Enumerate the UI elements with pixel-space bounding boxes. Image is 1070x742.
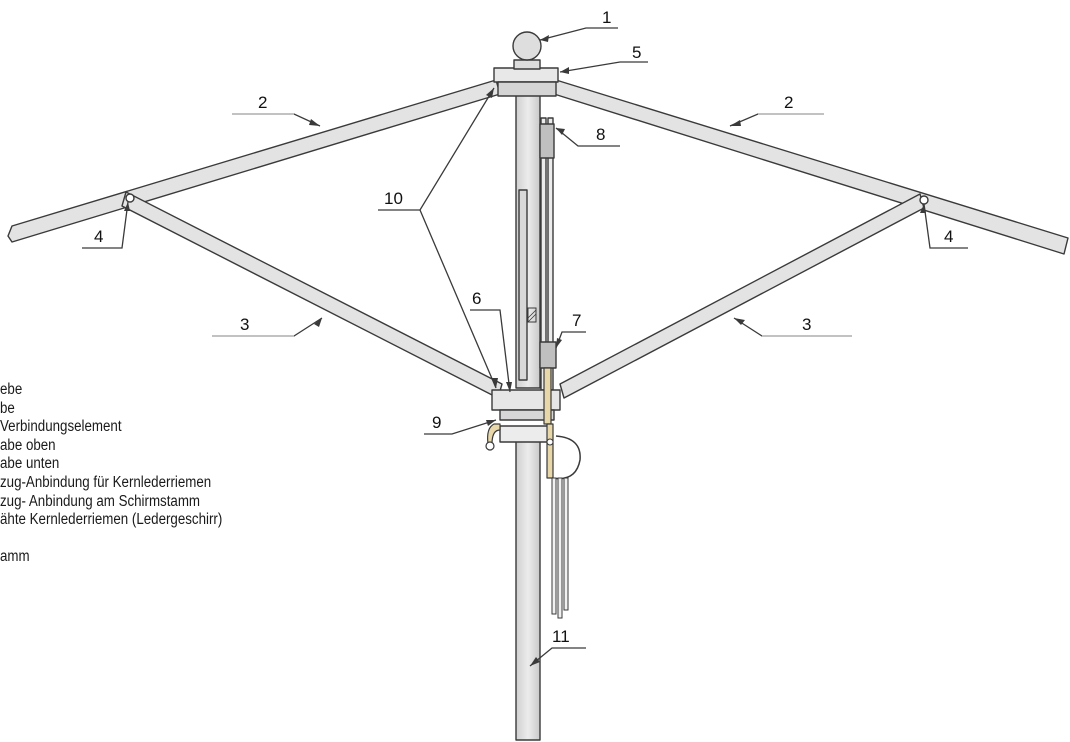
callout-7: 7: [572, 311, 581, 330]
finial-base: [513, 59, 541, 70]
leader-4-right: [923, 203, 968, 249]
leader-5: [559, 61, 648, 73]
callout-8: 8: [596, 125, 605, 144]
legend-item-8: ähte Kernlederriemen (Ledergeschirr): [0, 511, 223, 529]
top-hub: [493, 67, 559, 83]
pendant-ring: [546, 438, 554, 446]
hanging-strap-1: [551, 477, 557, 615]
callout-4-left: 4: [94, 227, 103, 246]
hook-ring: [485, 441, 495, 451]
left-rib: [7, 79, 501, 243]
bracket-bottom: [539, 341, 557, 369]
lower-hub-ring: [499, 409, 555, 421]
leader-2-right: [729, 113, 824, 127]
lower-pole: [515, 439, 541, 741]
legend-item-10: amm: [0, 548, 30, 566]
finial-ball: [512, 31, 542, 61]
leader-3-right: [733, 317, 852, 337]
lower-hub-collar: [499, 425, 553, 443]
leader-1: [539, 27, 618, 41]
leader-4-left: [82, 201, 129, 249]
legend-item-4: abe oben: [0, 436, 56, 454]
left-strut: [121, 191, 503, 399]
callout-1: 1: [602, 8, 611, 27]
leader-10b: [419, 209, 497, 389]
legend-item-2: be: [0, 399, 15, 417]
leather-strap-upper: [543, 367, 552, 425]
hanging-strap-2: [557, 477, 563, 619]
top-hub-lower: [497, 81, 557, 97]
parts-legend: ebe be Verbindungselement abe oben abe u…: [0, 381, 222, 567]
callout-3-right: 3: [802, 315, 811, 334]
left-hinge-pin: [125, 193, 135, 203]
bracket-top: [539, 123, 555, 159]
legend-item-3: Verbindungselement: [0, 418, 122, 436]
callout-4-right: 4: [944, 227, 953, 246]
callout-2-left: 2: [258, 93, 267, 112]
pole-slot: [518, 189, 528, 381]
right-strut: [559, 193, 925, 399]
leader-2-left: [232, 113, 321, 127]
legend-item-1: ebe: [0, 381, 23, 398]
legend-item-5: abe unten: [0, 455, 60, 473]
legend-item-9: [0, 530, 222, 549]
callout-3-left: 3: [240, 315, 249, 334]
callout-6: 6: [472, 289, 481, 308]
callout-2-right: 2: [784, 93, 793, 112]
leather-hook: [487, 423, 501, 445]
callout-10: 10: [384, 189, 403, 208]
pendant-loop: [551, 435, 581, 480]
legend-item-6: zug-Anbindung für Kernlederriemen: [0, 473, 212, 491]
leader-9: [424, 419, 497, 435]
callout-9: 9: [432, 413, 441, 432]
leather-strap-lower: [546, 423, 554, 479]
right-hinge-pin: [919, 195, 929, 205]
hanging-strap-3: [563, 477, 569, 611]
callout-5: 5: [632, 43, 641, 62]
leader-6: [470, 309, 511, 393]
right-rib: [553, 79, 1069, 255]
legend-item-7: zug- Anbindung am Schirmstamm: [0, 492, 201, 510]
leader-8: [555, 127, 620, 147]
hatched-block: [527, 307, 537, 323]
leader-3-left: [212, 317, 323, 337]
callout-11: 11: [552, 627, 570, 646]
